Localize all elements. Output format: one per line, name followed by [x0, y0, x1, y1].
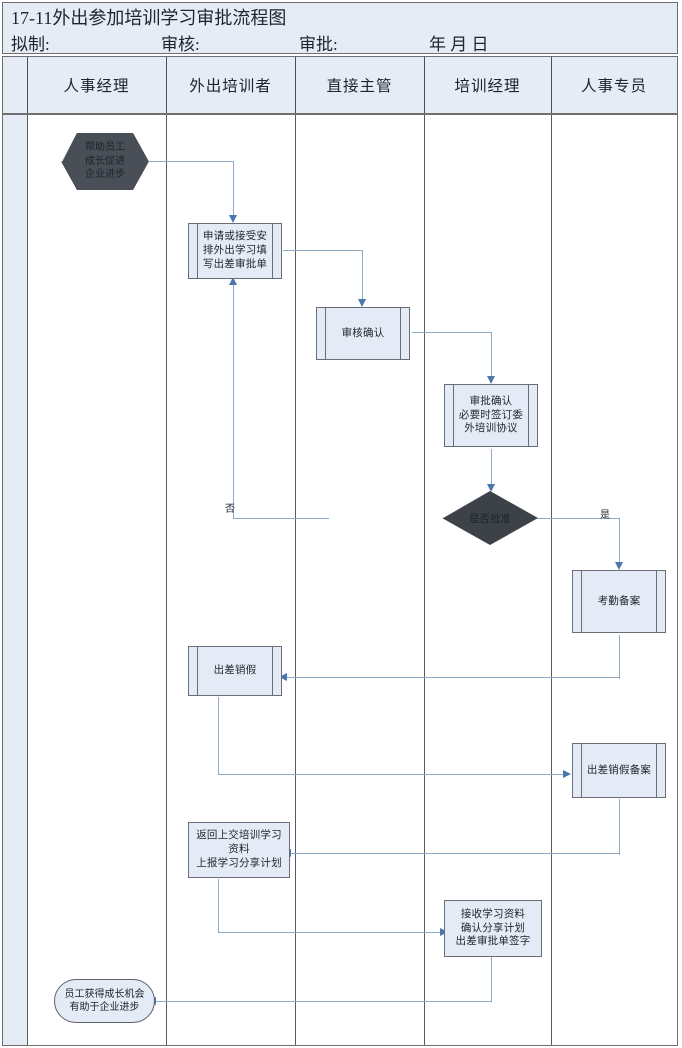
- arrowhead-approve-top: [487, 376, 495, 384]
- field-label-drafted-by: 拟制:: [11, 35, 50, 54]
- field-label-date: 年 月 日: [429, 35, 489, 54]
- flowchart-canvas: 否 是 帮助员工 成长促进 企业进步 申请或接受安 排外出: [2, 114, 678, 1046]
- node-review[interactable]: 审核确认: [316, 307, 410, 360]
- node-trip-leave-record[interactable]: 出差销假备案: [572, 743, 666, 798]
- lane-header-row: 人事经理 外出培训者 直接主管 培训经理 人事专员: [2, 56, 678, 114]
- arrowhead-record-left: [563, 770, 571, 778]
- lane-title-hr-manager: 人事经理: [63, 78, 130, 95]
- node-trip-leave-cancel[interactable]: 出差销假: [188, 646, 282, 696]
- lane-spacer-body: [3, 115, 27, 1045]
- node-approve-label: 审批确认 必要时签订委 外培训协议: [458, 395, 524, 435]
- lane-divider: [551, 57, 553, 113]
- node-attendance-record-label: 考勤备案: [597, 595, 641, 607]
- arrowhead-apply-top: [229, 215, 237, 223]
- form-field-row: 拟制: 审核: 审批: 年 月 日: [11, 30, 489, 55]
- connector-start-to-apply: [233, 161, 235, 220]
- connector-approve-to-decision: [491, 449, 493, 489]
- arrowhead-leave-right: [279, 673, 287, 681]
- lane-spacer-header: [3, 57, 27, 113]
- node-attendance-record[interactable]: 考勤备案: [572, 570, 666, 633]
- node-start[interactable]: 帮助员工 成长促进 企业进步: [61, 133, 149, 190]
- connector-start-to-apply: [149, 161, 234, 163]
- connector-decision-yes: [536, 518, 620, 520]
- connector-decision-no: [233, 283, 235, 519]
- node-end[interactable]: 员工获得成长机会 有助于企业进步: [54, 979, 155, 1023]
- connector-leave-to-record: [218, 697, 220, 775]
- node-submit-materials-label: 返回上交培训学习 资料 上报学习分享计划: [196, 830, 282, 869]
- connector-review-to-approve: [491, 332, 493, 382]
- lane-divider: [166, 115, 168, 1045]
- connector-attendance-to-leave: [619, 635, 621, 679]
- lane-divider: [551, 115, 553, 1045]
- lane-divider: [424, 57, 426, 113]
- node-receive-materials[interactable]: 接收学习资料 确认分享计划 出差审批单签字: [444, 900, 542, 957]
- lane-title-trainee: 外出培训者: [189, 78, 272, 95]
- connector-attendance-to-leave: [287, 677, 620, 679]
- lane-divider: [27, 115, 29, 1045]
- lane-divider: [295, 57, 297, 113]
- node-trip-leave-cancel-label: 出差销假: [213, 665, 257, 677]
- node-review-label: 审核确认: [341, 327, 385, 339]
- arrowhead-review-top: [358, 299, 366, 307]
- connector-leave-to-record: [218, 774, 566, 776]
- connector-submit-to-receive: [218, 879, 220, 933]
- edge-label-no: 否: [225, 504, 235, 515]
- node-apply[interactable]: 申请或接受安 排外出学习填 写出差审批单: [188, 223, 282, 279]
- node-approve[interactable]: 审批确认 必要时签订委 外培训协议: [444, 384, 538, 447]
- arrowhead-apply-bottom: [229, 277, 237, 285]
- lane-title-hr-specialist: 人事专员: [580, 78, 647, 95]
- lane-divider: [295, 115, 297, 1045]
- lane-divider: [27, 57, 29, 113]
- node-trip-leave-record-label: 出差销假备案: [586, 764, 652, 776]
- connector-submit-to-receive: [218, 932, 443, 934]
- node-receive-materials-label: 接收学习资料 确认分享计划 出差审批单签字: [455, 908, 531, 948]
- arrowhead-decision-top: [487, 484, 495, 492]
- title-block: 17-11外出参加培训学习审批流程图 拟制: 审核: 审批: 年 月 日: [2, 2, 678, 54]
- edge-label-yes: 是: [600, 510, 610, 521]
- node-submit-materials[interactable]: 返回上交培训学习 资料 上报学习分享计划: [188, 822, 290, 878]
- node-apply-label: 申请或接受安 排外出学习填 写出差审批单: [202, 231, 268, 270]
- page-title: 17-11外出参加培训学习审批流程图: [11, 8, 287, 28]
- connector-record-to-submit: [291, 853, 620, 855]
- lane-title-training-manager: 培训经理: [454, 78, 521, 95]
- node-decision-label: 是否批准: [469, 513, 511, 525]
- connector-review-to-approve: [412, 332, 492, 334]
- connector-apply-to-review: [283, 250, 363, 252]
- connector-decision-no: [233, 518, 329, 520]
- node-decision[interactable]: 是否批准: [442, 491, 538, 545]
- connector-apply-to-review: [362, 250, 364, 305]
- hexagon-outline-icon: [61, 133, 149, 190]
- arrowhead-attendance-top: [615, 562, 623, 570]
- node-start-label: 帮助员工 成长促进 企业进步: [85, 142, 125, 181]
- field-label-approved-by: 审批:: [299, 35, 338, 54]
- connector-receive-to-end: [491, 957, 493, 1002]
- lane-title-direct-supervisor: 直接主管: [326, 78, 393, 95]
- connector-decision-yes: [619, 518, 621, 567]
- connector-receive-to-end: [155, 1001, 492, 1003]
- lane-divider: [166, 57, 168, 113]
- field-label-reviewed-by: 审核:: [161, 35, 200, 54]
- node-end-label: 员工获得成长机会 有助于企业进步: [64, 989, 145, 1013]
- lane-divider: [424, 115, 426, 1045]
- connector-record-to-submit: [619, 799, 621, 855]
